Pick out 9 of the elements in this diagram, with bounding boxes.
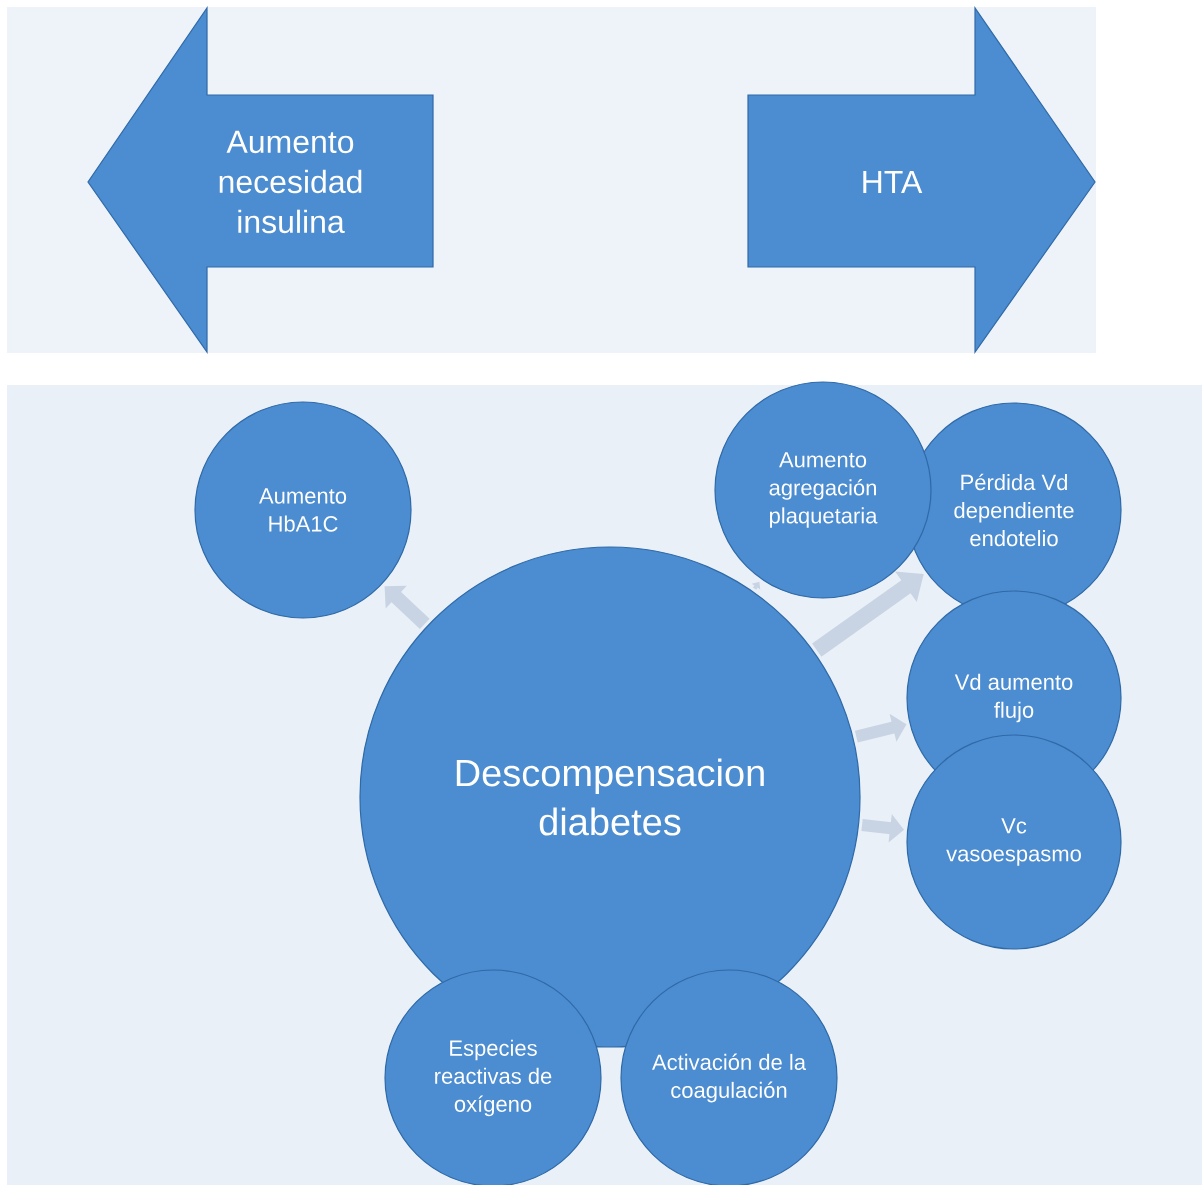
- circle-node: Aumento agregación plaquetaria: [714, 381, 932, 599]
- block-arrow: [812, 571, 924, 657]
- circle-node: Vc vasoespasmo: [906, 734, 1122, 950]
- block-arrow: [384, 585, 430, 629]
- block-arrow: [751, 581, 761, 590]
- circle-node: Especies reactivas de oxígeno: [384, 969, 602, 1185]
- node-label: Activación de la coagulación: [652, 1053, 807, 1103]
- circle-node: Activación de la coagulación: [620, 969, 838, 1185]
- circle-node: Aumento HbA1C: [194, 401, 412, 619]
